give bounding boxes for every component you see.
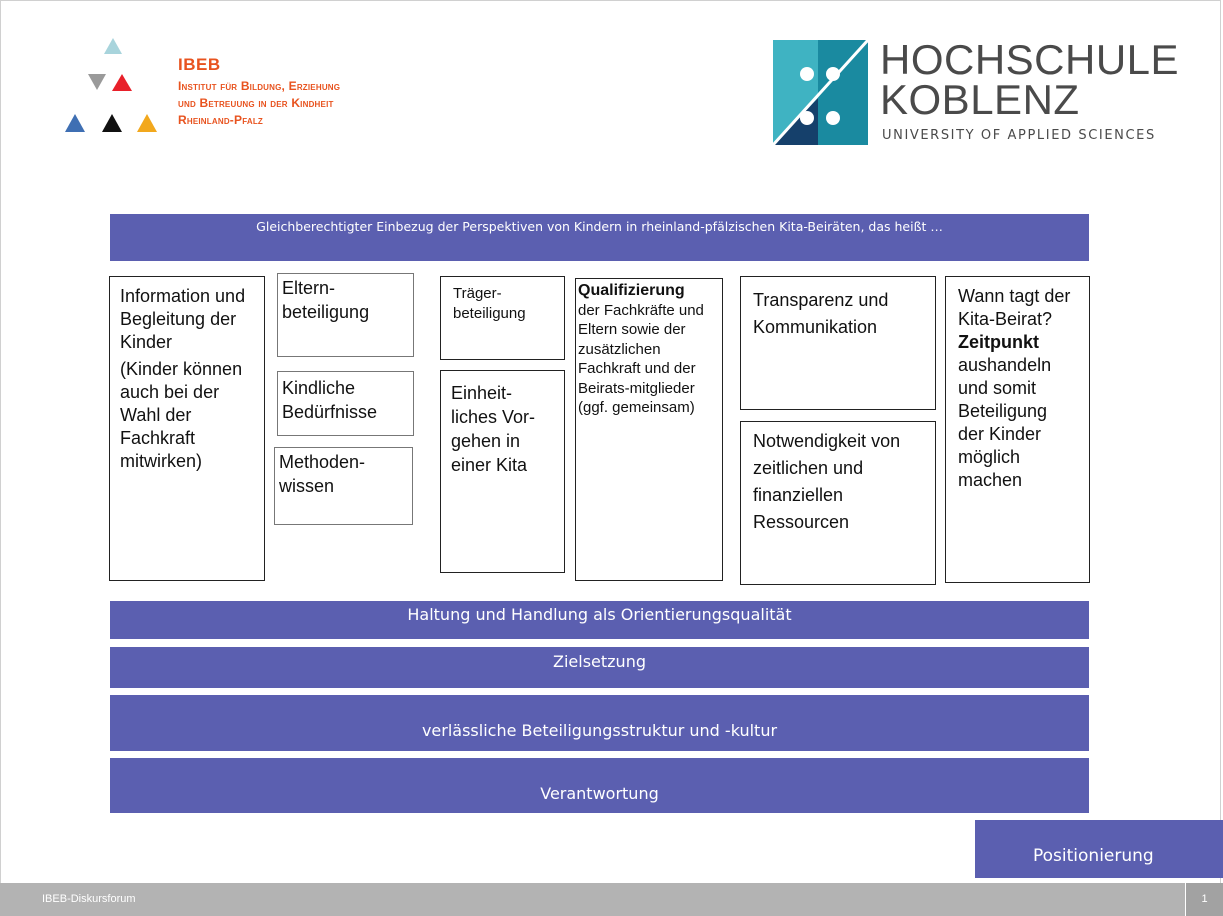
ibeb-line-1: Institut für Bildung, Erziehung (178, 79, 341, 93)
positionierung-label: Positionierung (975, 820, 1223, 878)
hochschule-logo-mark (773, 40, 868, 145)
ibeb-title: IBEB (178, 55, 221, 74)
box-information-note: (Kinder können auch bei der Wahl der Fac… (120, 359, 243, 471)
box-traegerbeteiligung: Träger-beteiligung (440, 276, 565, 360)
triangle-blue (65, 114, 85, 132)
box-einheitliches-vorgehen: Einheit-liches Vor-gehen in einer Kita (440, 370, 565, 573)
footer-label: IBEB-Diskursforum (42, 893, 136, 905)
box-methodenwissen: Methoden-wissen (274, 447, 413, 525)
box-wann-tagt: Wann tagt der Kita-Beirat? Zeitpunkt aus… (945, 276, 1090, 583)
hochschule-subtitle: UNIVERSITY OF APPLIED SCIENCES (882, 128, 1156, 143)
triangle-black (102, 114, 122, 132)
triangle-yellow (137, 114, 157, 132)
box-notwendigkeit: Notwendigkeit von zeitlichen und finanzi… (740, 421, 936, 585)
bar-haltung: Haltung und Handlung als Orientierungsqu… (110, 601, 1089, 639)
box-wann-text: aushandeln und somit Beteiligung der Kin… (958, 355, 1052, 490)
bar-zielsetzung: Zielsetzung (110, 647, 1089, 688)
box-wann-question: Wann tagt der Kita-Beirat? (958, 286, 1071, 329)
box-qualifizierung-text: der Fachkräfte und Eltern sowie der zusä… (578, 301, 704, 417)
banner-top: Gleichberechtigter Einbezug der Perspekt… (110, 214, 1089, 261)
hochschule-city: KOBLENZ (880, 76, 1080, 123)
bar-struktur: verlässliche Beteiligungsstruktur und -k… (110, 695, 1089, 751)
triangle-red (112, 74, 132, 91)
ibeb-line-2: und Betreuung in der Kindheit (178, 96, 334, 110)
box-elternbeteiligung: Eltern-beteiligung (277, 273, 414, 357)
box-information-text: Information und Begleitung der Kinder (120, 286, 246, 352)
hochschule-name: HOCHSCHULE (880, 36, 1180, 83)
triangle-lightblue (104, 38, 122, 54)
page-number: 1 (1185, 883, 1223, 916)
footer-bar (0, 883, 1223, 916)
box-qualifizierung-title: Qualifizierung (578, 282, 685, 299)
box-kindliche-beduerfnisse: Kindliche Bedürfnisse (277, 371, 414, 436)
bar-verantwortung: Verantwortung (110, 758, 1089, 813)
box-qualifizierung: Qualifizierung der Fachkräfte und Eltern… (575, 278, 723, 581)
box-information: Information und Begleitung der Kinder (K… (109, 276, 265, 581)
ibeb-logo-triangles (65, 38, 157, 132)
box-transparenz: Transparenz und Kommunikation (740, 276, 936, 410)
box-wann-zeitpunkt: Zeitpunkt (958, 332, 1039, 352)
ibeb-line-3: Rheinland-Pfalz (178, 113, 263, 127)
triangle-grey (88, 74, 106, 90)
